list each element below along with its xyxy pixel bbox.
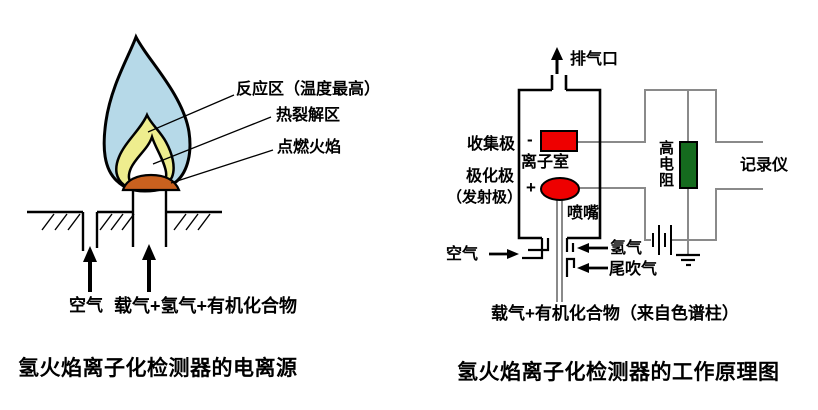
leader-line-reaction-zone [147,94,235,133]
chamber-left-wall [517,88,552,240]
label-polarizer-alt: （发射极） [447,189,523,206]
collector-to-recorder-wire [577,89,763,143]
label-hydrogen: 氢气 [610,240,643,257]
ion-chamber-outline [517,75,602,240]
battery-symbol [652,225,672,255]
label-minus-sign: - [527,130,533,149]
label-ion-chamber: 离子室 [521,154,570,171]
emitter-nozzle-shape [540,177,580,201]
ground-symbol [676,253,700,267]
circuit-wires [556,89,763,302]
label-air-left: 空气 [69,296,103,315]
collector-electrode-shape [540,130,578,152]
battery-to-recorder-wire [672,188,763,241]
label-reaction-zone: 反应区（温度最高） [236,81,381,98]
air-inlet-bracket [522,238,544,260]
air-in-arrow-head [507,249,519,259]
label-nozzle: 喷嘴 [567,205,600,222]
burner-and-ground [27,190,222,251]
label-makeup-gas: 尾吹气 [609,261,658,278]
leader-line-ignition-flame [170,149,274,184]
exhaust-arrow [551,47,563,74]
label-polarizer: 极化极 [466,168,515,185]
label-high-resistor: 高电阻 [658,140,674,189]
emitter-to-battery-wire [578,187,651,241]
detector-base-brackets [522,238,576,277]
gas-flow-arrows-left [83,244,156,292]
label-carrier-right: 载气+有机化合物（来自色谱柱） [491,304,739,323]
label-pyrolysis-zone: 热裂解区 [276,107,341,124]
flame-base-shape [121,173,181,192]
label-collector: 收集极 [467,136,516,153]
label-ignition-flame: 点燃火焰 [277,139,342,156]
label-air-right: 空气 [446,246,479,263]
carrier-up-arrow-head [142,244,156,260]
label-exhaust: 排气口 [570,51,619,68]
left-diagram-caption: 氢火焰离子化检测器的电离源 [18,357,298,380]
leader-lines [147,94,274,184]
ground-hatching [41,213,211,231]
flame-drawing [102,33,192,193]
air-inlet-bracket [528,238,550,252]
chamber-right-wall [566,88,602,240]
gas-inlet-arrows-right [489,243,608,273]
leader-line-pyrolysis-zone [152,116,272,165]
air-up-arrow-head [83,246,97,262]
label-carrier-left: 载气+氢气+有机化合物 [114,296,298,316]
hydrogen-in-arrow-head [577,243,589,253]
makeup-inlet-bracket [565,257,576,277]
right-diagram-caption: 氢火焰离子化检测器的工作原理图 [457,361,780,384]
label-plus-sign: + [526,178,536,197]
high-resistor-shape [679,141,698,189]
exhaust-arrow-head [551,47,563,60]
label-recorder: 记录仪 [740,157,789,174]
makeup-in-arrow-head [577,263,589,273]
